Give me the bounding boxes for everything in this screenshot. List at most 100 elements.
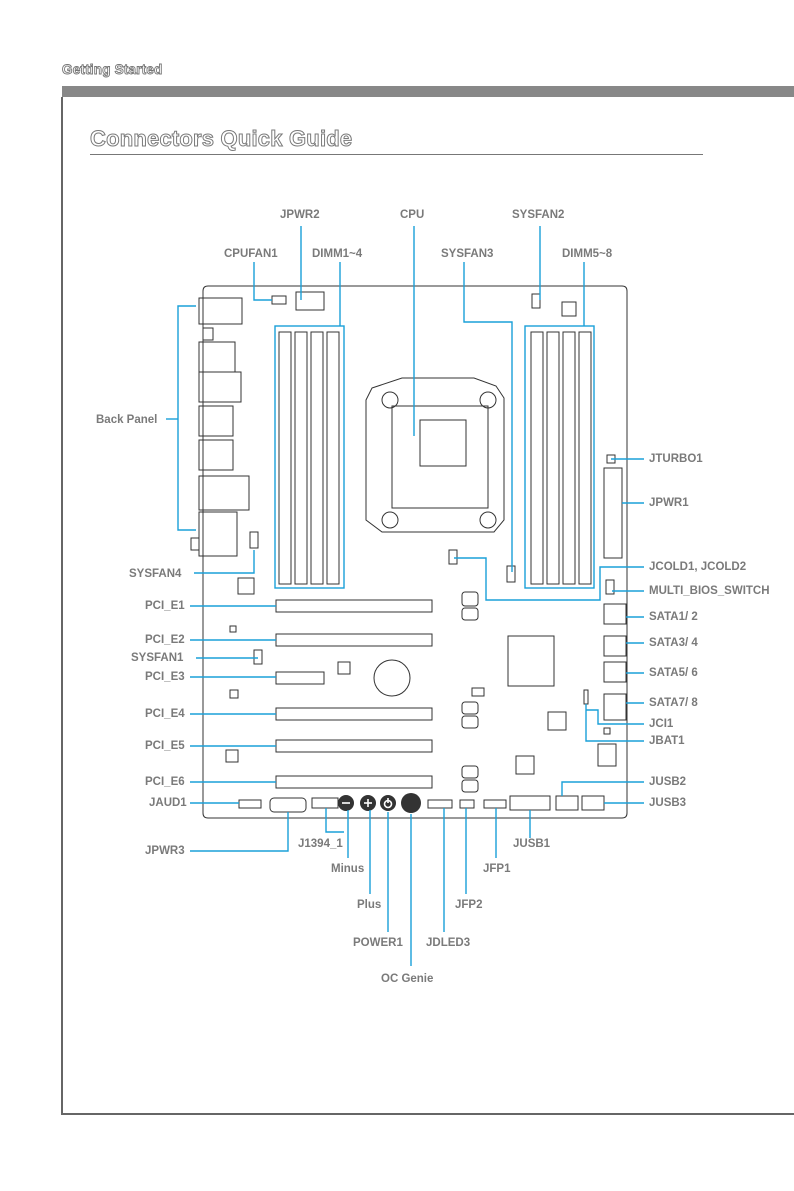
oc-genie-button — [401, 793, 421, 813]
label-sata12: SATA1/ 2 — [649, 611, 698, 623]
jci1-connector — [583, 689, 589, 705]
jdled3-header — [427, 799, 453, 809]
dimm-slot — [578, 331, 592, 585]
label-sysfan1: SYSFAN1 — [131, 652, 184, 664]
j1394-header — [311, 797, 339, 809]
jfp1-header — [483, 799, 507, 809]
label-pci-e2: PCI_E2 — [145, 634, 185, 646]
dimm-slot — [278, 331, 292, 585]
io-port — [198, 341, 236, 373]
label-oc-genie: OC Genie — [381, 973, 434, 985]
dimm-slot — [530, 331, 544, 585]
label-sysfan3: SYSFAN3 — [441, 248, 494, 260]
sysfan4-connector — [249, 531, 259, 549]
label-jaud1: JAUD1 — [149, 797, 187, 809]
sata-connector — [603, 603, 627, 625]
label-plus: Plus — [357, 899, 382, 911]
label-jturbo1: JTURBO1 — [649, 453, 703, 465]
pcie-slot — [275, 707, 433, 721]
label-dimm5-8: DIMM5~8 — [562, 248, 613, 260]
chipset-heatsink — [373, 659, 411, 697]
label-jfp1: JFP1 — [483, 863, 511, 875]
page-frame — [61, 97, 794, 1115]
io-port — [198, 475, 250, 511]
label-sata78: SATA7/ 8 — [649, 697, 698, 709]
label-jpwr3: JPWR3 — [145, 845, 185, 857]
sysfan1-connector — [253, 649, 263, 665]
sata-connector — [603, 635, 627, 657]
chip — [237, 577, 255, 595]
label-jbat1: JBAT1 — [649, 735, 685, 747]
label-cpufan1: CPUFAN1 — [224, 248, 278, 260]
dimm-slot — [562, 331, 576, 585]
pcie-slot — [275, 633, 433, 647]
jusb1-header — [509, 795, 551, 811]
label-power1: POWER1 — [353, 937, 403, 949]
label-sata34: SATA3/ 4 — [649, 637, 698, 649]
section-header: Getting Started — [62, 62, 163, 78]
cpufan-connector — [271, 295, 287, 305]
chip — [561, 301, 577, 317]
io-port — [198, 297, 243, 325]
jpwr2-connector — [295, 291, 325, 311]
pcie-slot — [275, 739, 433, 753]
label-minus: Minus — [331, 863, 365, 875]
io-port — [198, 371, 242, 403]
jusb2-header — [555, 795, 579, 811]
sysfan2-connector — [531, 293, 541, 309]
label-jfp2: JFP2 — [455, 899, 483, 911]
title-underline — [90, 154, 703, 155]
label-cpu: CPU — [400, 209, 425, 221]
multi-bios-switch — [605, 579, 615, 595]
io-port — [202, 327, 214, 341]
label-pci-e5: PCI_E5 — [145, 740, 185, 752]
dimm-slot — [310, 331, 324, 585]
label-sata56: SATA5/ 6 — [649, 667, 698, 679]
dimm-slot — [546, 331, 560, 585]
label-back-panel: Back Panel — [96, 414, 158, 426]
dimm-slot — [326, 331, 340, 585]
sysfan3-connector — [506, 565, 516, 583]
pcie-slot — [275, 775, 433, 789]
cpu-socket-inner — [391, 405, 489, 509]
jaud1-header — [238, 799, 262, 809]
label-jcold: JCOLD1, JCOLD2 — [649, 561, 747, 573]
label-jpwr2: JPWR2 — [280, 209, 320, 221]
jpwr1-connector — [603, 467, 623, 559]
dimm-slot — [294, 331, 308, 585]
leader-lines — [166, 226, 644, 966]
label-jpwr1: JPWR1 — [649, 497, 689, 509]
jusb3-header — [581, 795, 605, 811]
header-bar — [62, 86, 794, 97]
io-port — [190, 537, 200, 551]
jcold-connector — [448, 549, 458, 565]
cpu-die — [419, 419, 467, 467]
label-jci1: JCI1 — [649, 718, 674, 730]
label-pci-e3: PCI_E3 — [145, 671, 185, 683]
pcie-slot — [275, 599, 433, 613]
label-jusb2: JUSB2 — [649, 776, 687, 788]
label-pci-e1: PCI_E1 — [145, 600, 185, 612]
label-j1394: J1394_1 — [298, 838, 343, 850]
io-port — [198, 439, 234, 471]
label-pci-e4: PCI_E4 — [145, 708, 185, 720]
label-jdled3: JDLED3 — [426, 937, 471, 949]
jfp2-header — [459, 799, 475, 809]
page-title: Connectors Quick Guide — [89, 126, 353, 152]
cpu-socket — [365, 377, 505, 533]
board-outline — [202, 285, 628, 819]
sata-connector — [603, 661, 627, 683]
label-sysfan2: SYSFAN2 — [512, 209, 565, 221]
pch-chip — [507, 635, 555, 687]
label-jusb3: JUSB3 — [649, 797, 687, 809]
label-dimm1-4: DIMM1~4 — [312, 248, 363, 260]
label-sysfan4: SYSFAN4 — [129, 568, 182, 580]
label-pci-e6: PCI_E6 — [145, 776, 185, 788]
io-port — [198, 511, 238, 557]
label-jusb1: JUSB1 — [513, 838, 551, 850]
label-multi-bios-switch: MULTI_BIOS_SWITCH — [649, 585, 770, 597]
io-port — [198, 405, 234, 437]
sata-connector — [603, 693, 627, 721]
pcie-slot — [275, 671, 325, 685]
